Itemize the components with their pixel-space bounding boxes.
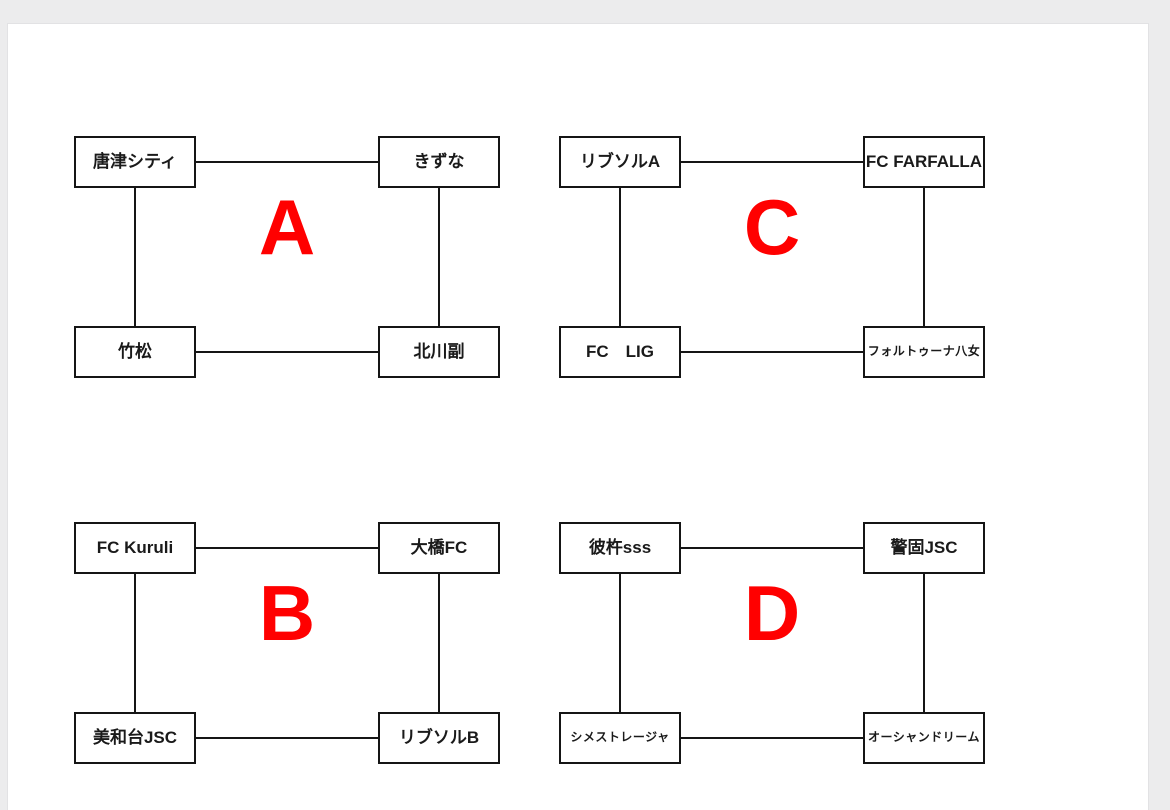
team-name: 彼杵sss — [588, 537, 652, 557]
team-node-b-bottom-right[interactable]: リブソルB — [378, 712, 500, 764]
edge-right-vertical-d — [923, 572, 925, 714]
group-block-c: C リブソルA FC FARFALLA FC LIG フォルトゥーナ八女 — [559, 136, 985, 384]
team-node-a-bottom-right[interactable]: 北川副 — [378, 326, 500, 378]
edge-bottom-horizontal-d — [679, 737, 865, 739]
group-letter-b: B — [258, 569, 316, 657]
edge-top-horizontal-c — [679, 161, 865, 163]
edge-left-vertical-b — [134, 572, 136, 714]
team-name: 警固JSC — [890, 537, 958, 557]
team-name: FC FARFALLA — [865, 151, 983, 171]
team-node-d-bottom-right[interactable]: オーシャンドリーム — [863, 712, 985, 764]
group-block-d: D 彼杵sss 警固JSC シメストレージャ オーシャンドリーム — [559, 522, 985, 770]
team-node-b-bottom-left[interactable]: 美和台JSC — [74, 712, 196, 764]
team-name: 唐津シティ — [93, 151, 177, 171]
edge-bottom-horizontal-a — [194, 351, 380, 353]
edge-left-vertical-a — [134, 186, 136, 328]
team-node-b-top-left[interactable]: FC Kuruli — [74, 522, 196, 574]
edge-right-vertical-a — [438, 186, 440, 328]
team-name: 北川副 — [413, 341, 465, 361]
team-node-a-top-left[interactable]: 唐津シティ — [74, 136, 196, 188]
group-block-a: A 唐津シティ きずな 竹松 北川副 — [74, 136, 500, 384]
edge-left-vertical-c — [619, 186, 621, 328]
team-name: シメストレージャ — [570, 730, 670, 745]
team-name: リブソルA — [579, 151, 661, 171]
team-node-c-top-left[interactable]: リブソルA — [559, 136, 681, 188]
group-block-b: B FC Kuruli 大橋FC 美和台JSC リブソルB — [74, 522, 500, 770]
team-name: FC LIG — [586, 341, 654, 361]
team-name: フォルトゥーナ八女 — [867, 344, 981, 359]
team-name: 竹松 — [118, 341, 152, 361]
edge-top-horizontal-a — [194, 161, 380, 163]
team-node-c-top-right[interactable]: FC FARFALLA — [863, 136, 985, 188]
team-name: 美和台JSC — [92, 727, 178, 747]
edge-bottom-horizontal-b — [194, 737, 380, 739]
edge-bottom-horizontal-c — [679, 351, 865, 353]
team-node-b-top-right[interactable]: 大橋FC — [378, 522, 500, 574]
team-name: リブソルB — [398, 727, 480, 747]
edge-top-horizontal-d — [679, 547, 865, 549]
team-node-a-bottom-left[interactable]: 竹松 — [74, 326, 196, 378]
team-name: きずな — [413, 151, 465, 171]
team-name: 大橋FC — [410, 537, 468, 557]
team-node-c-bottom-left[interactable]: FC LIG — [559, 326, 681, 378]
team-name: オーシャンドリーム — [868, 730, 980, 745]
team-node-d-bottom-left[interactable]: シメストレージャ — [559, 712, 681, 764]
group-letter-c: C — [743, 183, 801, 271]
team-node-a-top-right[interactable]: きずな — [378, 136, 500, 188]
team-node-d-top-left[interactable]: 彼杵sss — [559, 522, 681, 574]
content-card: A 唐津シティ きずな 竹松 北川副 C リブソルA — [8, 24, 1148, 810]
edge-left-vertical-d — [619, 572, 621, 714]
group-letter-d: D — [743, 569, 801, 657]
edge-right-vertical-b — [438, 572, 440, 714]
team-node-d-top-right[interactable]: 警固JSC — [863, 522, 985, 574]
edge-top-horizontal-b — [194, 547, 380, 549]
group-letter-a: A — [258, 183, 316, 271]
team-name: FC Kuruli — [96, 537, 174, 557]
edge-right-vertical-c — [923, 186, 925, 328]
team-node-c-bottom-right[interactable]: フォルトゥーナ八女 — [863, 326, 985, 378]
